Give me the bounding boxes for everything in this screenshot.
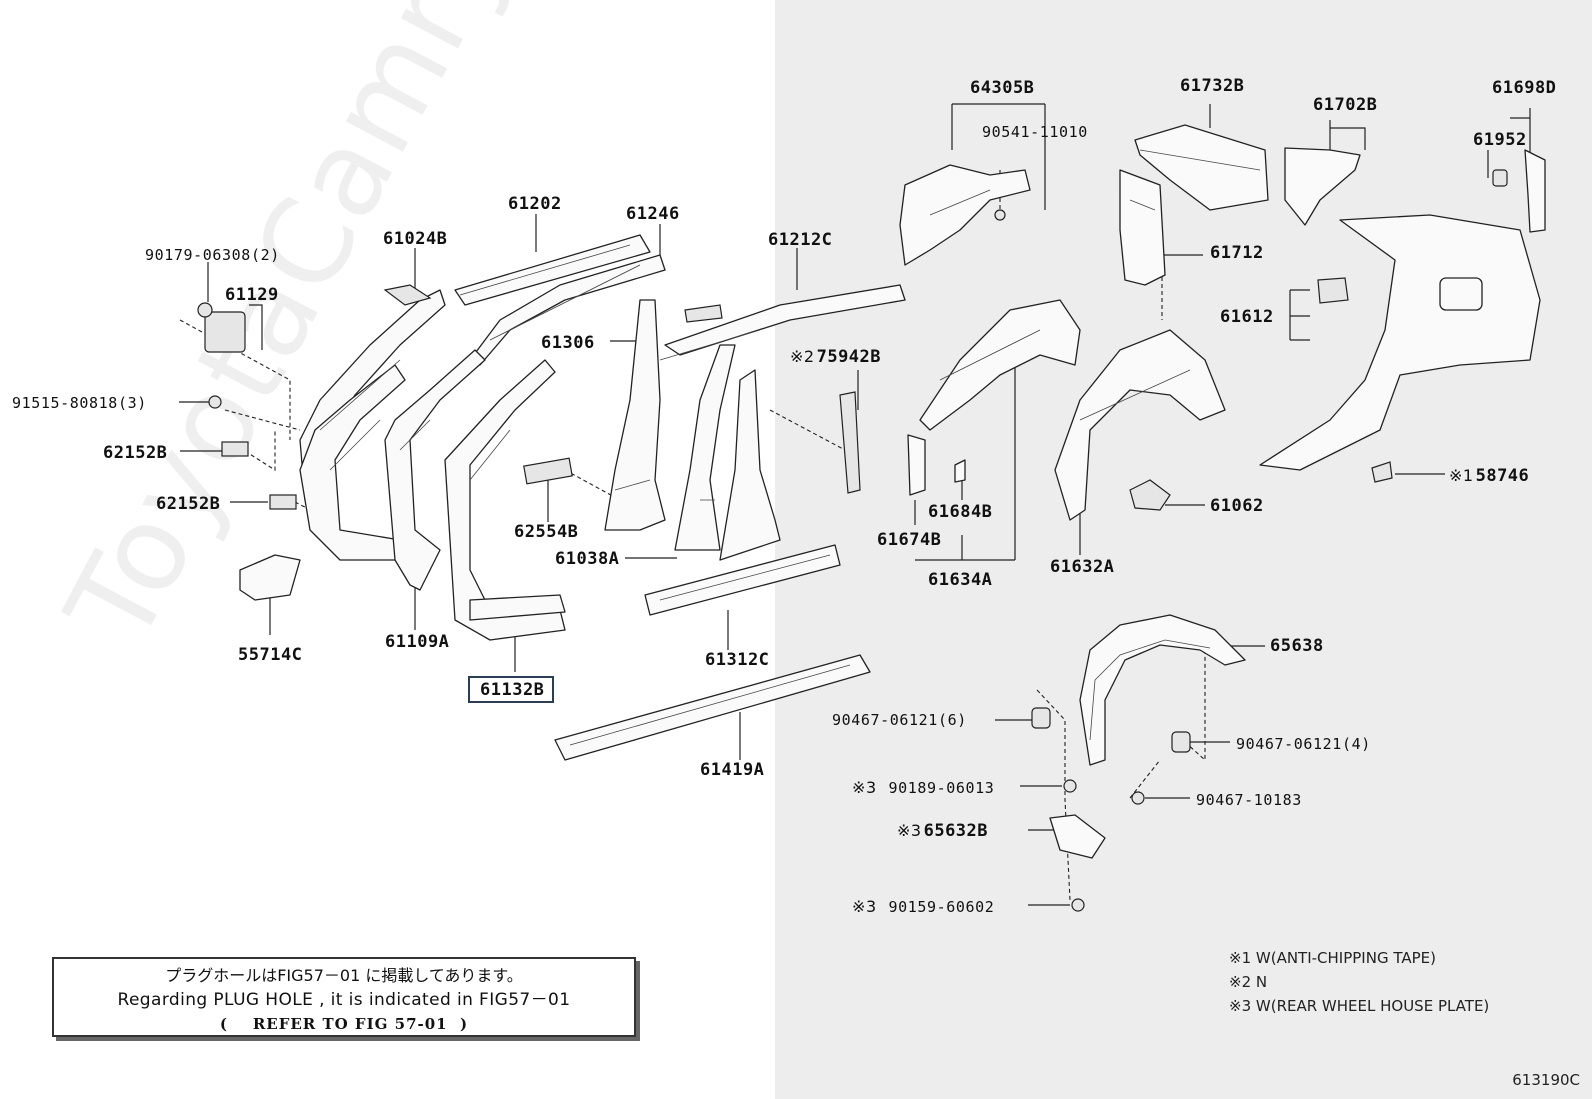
note-mark-1: ※1 (1449, 466, 1474, 485)
note-mark-3: ※3 (852, 778, 877, 797)
callout-61129[interactable]: 61129 (225, 285, 279, 305)
callout-62152B-upper[interactable]: 62152B (103, 443, 168, 463)
callout-61419A[interactable]: 61419A (700, 760, 765, 780)
callout-61674B[interactable]: 61674B (877, 530, 942, 550)
callout-61698D[interactable]: 61698D (1492, 78, 1557, 98)
front-pillar-group (197, 234, 666, 641)
quarter-inner-group (899, 124, 1546, 521)
plug-hole-note: プラグホールはFIG57－01 に掲載してあります。 Regarding PLU… (52, 957, 636, 1037)
callout-61024B[interactable]: 61024B (383, 229, 448, 249)
legend-item: ※2 N (1229, 973, 1268, 991)
callout-61246[interactable]: 61246 (626, 204, 680, 224)
callout-61312C[interactable]: 61312C (705, 650, 770, 670)
wheel-liner-group (1031, 614, 1246, 912)
callout-61702B[interactable]: 61702B (1313, 95, 1378, 115)
callout-61952[interactable]: 61952 (1473, 130, 1527, 150)
callout-90541-11010[interactable]: 90541-11010 (982, 123, 1088, 141)
callout-61202[interactable]: 61202 (508, 194, 562, 214)
note-mark-3: ※3 (852, 897, 877, 916)
callout-90467-06121-6[interactable]: 90467-06121(6) (832, 711, 967, 729)
callout-61712[interactable]: 61712 (1210, 243, 1264, 263)
callout-61684B[interactable]: 61684B (928, 502, 993, 522)
callout-61732B[interactable]: 61732B (1180, 76, 1245, 96)
notes-legend: ※1 W(ANTI-CHIPPING TAPE) ※2 N ※3 W(REAR … (1229, 946, 1489, 1018)
callout-61212C[interactable]: 61212C (768, 230, 833, 250)
callout-55714C[interactable]: 55714C (238, 645, 303, 665)
note-mark-2: ※2 (790, 347, 815, 366)
legend-item: ※1 W(ANTI-CHIPPING TAPE) (1229, 949, 1436, 967)
callout-64305B[interactable]: 64305B (970, 78, 1035, 98)
callout-61062[interactable]: 61062 (1210, 496, 1264, 516)
callout-61634A[interactable]: 61634A (928, 570, 993, 590)
callout-61632A[interactable]: 61632A (1050, 557, 1115, 577)
callout-61132B-selected[interactable]: 61132B (468, 676, 555, 703)
callout-62152B-lower[interactable]: 62152B (156, 494, 221, 514)
note-mark-3: ※3 (897, 821, 922, 840)
center-pillar-group (523, 284, 906, 761)
callout-90189-06013[interactable]: ※3 90189-06013 (852, 778, 995, 797)
note-japanese: プラグホールはFIG57－01 に掲載してあります。 (165, 966, 523, 985)
note-english: Regarding PLUG HOLE , it is indicated in… (117, 990, 571, 1010)
callout-61038A[interactable]: 61038A (555, 549, 620, 569)
callout-90159-60602[interactable]: ※3 90159-60602 (852, 897, 995, 916)
legend-item: ※3 W(REAR WHEEL HOUSE PLATE) (1229, 997, 1490, 1015)
callout-61109A[interactable]: 61109A (385, 632, 450, 652)
callout-90467-10183[interactable]: 90467-10183 (1196, 791, 1302, 809)
note-refer-link[interactable]: ( REFER TO FIG 57-01 ) (219, 1015, 469, 1033)
callout-90179-06308[interactable]: 90179-06308(2) (145, 246, 280, 264)
callout-62554B[interactable]: 62554B (514, 522, 579, 542)
callout-65638[interactable]: 65638 (1270, 636, 1324, 656)
callout-61306[interactable]: 61306 (541, 333, 595, 353)
callout-91515-80818[interactable]: 91515-80818(3) (12, 394, 147, 412)
callout-61612[interactable]: 61612 (1220, 307, 1274, 327)
figure-number: 613190C (1512, 1071, 1580, 1089)
callout-90467-06121-4[interactable]: 90467-06121(4) (1236, 735, 1371, 753)
